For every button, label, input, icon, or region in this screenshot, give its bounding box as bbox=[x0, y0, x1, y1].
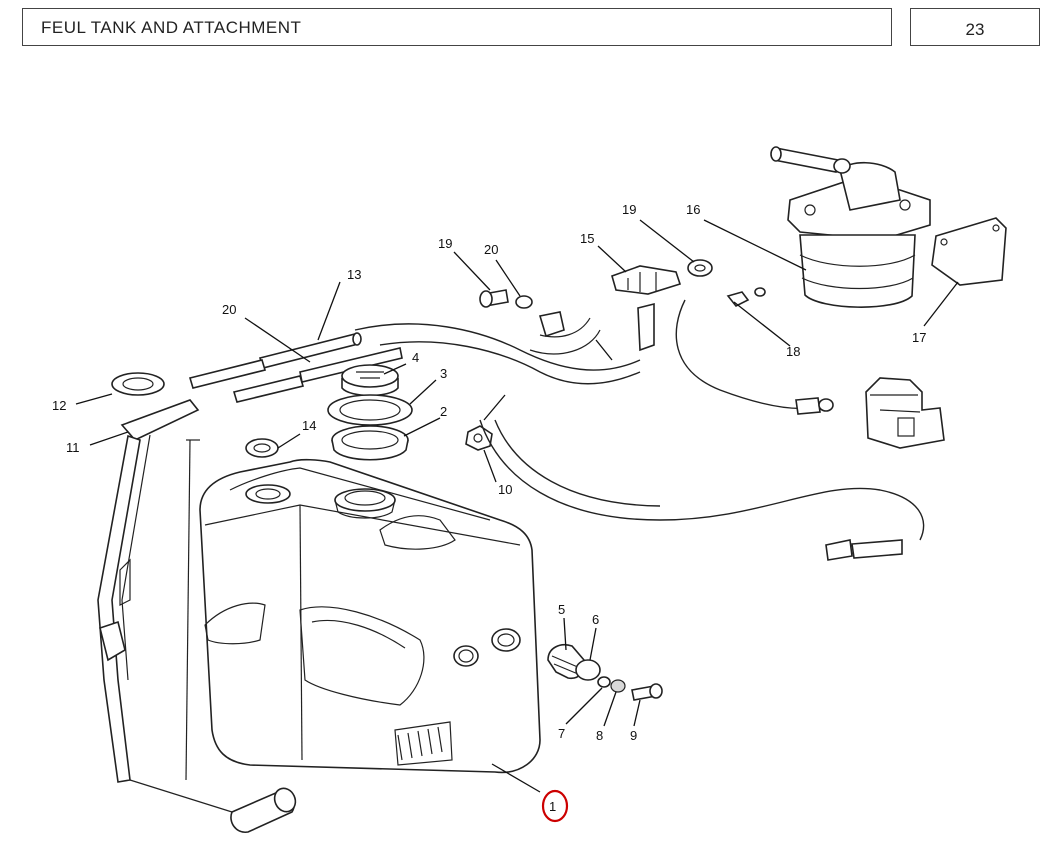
callout-11: 11 bbox=[66, 440, 80, 455]
callout-6: 6 bbox=[592, 612, 599, 627]
banjo-connector bbox=[529, 311, 601, 355]
tank-strap-bracket bbox=[97, 399, 200, 783]
callout-4: 4 bbox=[412, 350, 419, 365]
filter-bolt bbox=[770, 146, 851, 174]
part-18-nut bbox=[726, 287, 766, 308]
fuel-tank bbox=[199, 458, 541, 774]
part-19-washer-upper bbox=[687, 259, 713, 277]
fuel-hoses bbox=[354, 299, 925, 541]
callout-15: 15 bbox=[580, 231, 594, 246]
part-16-filter-housing bbox=[787, 161, 931, 308]
callout-3: 3 bbox=[440, 366, 447, 381]
callout-14: 14 bbox=[302, 418, 316, 433]
part-2-neck-ring bbox=[331, 425, 409, 461]
callout-labels: 13 20 12 11 14 4 3 2 10 19 20 15 19 16 1… bbox=[52, 202, 926, 814]
leader-lines bbox=[75, 219, 959, 793]
part-15-fitting bbox=[611, 265, 682, 352]
drain-plug-bottom bbox=[129, 779, 297, 833]
fuel-sender-unit bbox=[865, 377, 945, 449]
part-7-washer bbox=[597, 676, 611, 688]
title-box: FEUL TANK AND ATTACHMENT bbox=[22, 8, 892, 46]
callout-13: 13 bbox=[347, 267, 361, 282]
highlight-circle bbox=[541, 789, 569, 823]
callout-19-upper: 19 bbox=[622, 202, 636, 217]
part-9-bolt bbox=[631, 683, 663, 701]
part-8-nut bbox=[610, 679, 626, 693]
page-title: FEUL TANK AND ATTACHMENT bbox=[41, 18, 302, 37]
callout-18: 18 bbox=[786, 344, 800, 359]
callout-7: 7 bbox=[558, 726, 565, 741]
part-20-pins bbox=[188, 347, 403, 403]
callout-10: 10 bbox=[498, 482, 512, 497]
callout-12: 12 bbox=[52, 398, 66, 413]
part-14-grommet bbox=[245, 438, 279, 458]
part-17-plate bbox=[931, 217, 1007, 286]
callout-2: 2 bbox=[440, 404, 447, 419]
callout-1: 1 bbox=[549, 799, 556, 814]
callout-20-left: 20 bbox=[222, 302, 236, 317]
callout-20-upper: 20 bbox=[484, 242, 498, 257]
callout-16: 16 bbox=[686, 202, 700, 217]
callout-5: 5 bbox=[558, 602, 565, 617]
callout-19-left: 19 bbox=[438, 236, 452, 251]
part-19-banjo-bolt bbox=[479, 289, 509, 308]
part-20-washer bbox=[515, 295, 533, 309]
page-number: 23 bbox=[965, 20, 985, 39]
page-number-box: 23 bbox=[910, 8, 1040, 46]
part-3-gasket bbox=[327, 394, 413, 426]
callout-9: 9 bbox=[630, 728, 637, 743]
part-4-filler-cap bbox=[341, 364, 399, 397]
part-6-washer bbox=[575, 659, 601, 681]
hose-end-fitting bbox=[795, 397, 903, 561]
callout-8: 8 bbox=[596, 728, 603, 743]
part-12-ring bbox=[111, 372, 165, 396]
callout-17: 17 bbox=[912, 330, 926, 345]
part-10-clip bbox=[465, 425, 493, 451]
